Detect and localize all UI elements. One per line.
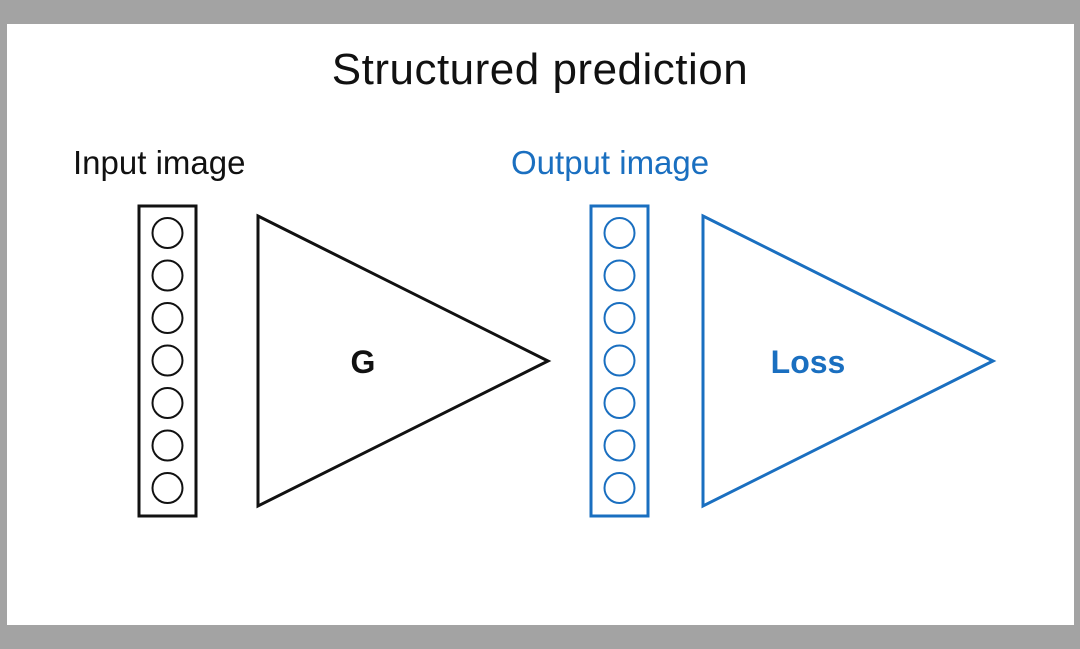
slide-canvas [7, 24, 1074, 625]
output-vector [589, 204, 650, 518]
output-vector-unit [603, 217, 636, 249]
input-vector-unit [151, 217, 184, 249]
input-vector-unit [151, 387, 184, 419]
input-vector-unit [151, 259, 184, 292]
output-vector-unit [603, 302, 636, 334]
input-vector-unit [151, 302, 184, 334]
input-vector-unit [151, 472, 184, 504]
output-vector-unit [603, 472, 636, 504]
loss-triangle [701, 213, 997, 509]
input-image-label: Input image [73, 144, 246, 181]
loss-label: Loss [771, 344, 846, 380]
input-vector-unit [151, 344, 184, 377]
output-vector-unit [603, 259, 636, 292]
generator-triangle [256, 213, 552, 509]
output-image-label: Output image [511, 144, 710, 181]
output-vector-unit [603, 344, 636, 377]
output-vector-unit [603, 387, 636, 419]
output-vector-unit [603, 429, 636, 462]
generator-label: G [351, 344, 376, 380]
input-vector [137, 204, 198, 518]
slide-title: Structured prediction [331, 45, 749, 94]
input-vector-unit [151, 429, 184, 462]
input-vector-frame [137, 204, 198, 518]
output-vector-frame [589, 204, 650, 518]
